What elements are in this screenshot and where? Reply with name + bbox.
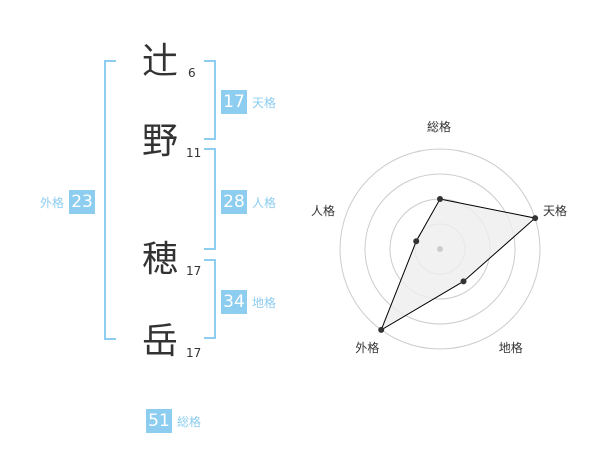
stroke-count-3: 17 xyxy=(186,264,202,278)
chikaku-value: 34 xyxy=(221,290,247,314)
radar-point-2 xyxy=(460,278,467,285)
gaikaku-label: 外格 xyxy=(40,195,65,210)
soukaku-label: 総格 xyxy=(177,414,202,429)
chikaku-label: 地格 xyxy=(252,295,277,310)
gaikaku-bracket xyxy=(104,60,116,340)
stroke-count-1: 6 xyxy=(188,66,196,80)
radar-label-3: 外格 xyxy=(355,340,380,355)
chikaku-score: 34 地格 xyxy=(221,290,276,314)
stroke-count-4: 17 xyxy=(186,346,202,360)
chikaku-bracket xyxy=(204,259,216,339)
name-char-3: 穂 xyxy=(141,239,178,280)
tenkaku-bracket xyxy=(204,60,216,140)
stroke-count-2: 11 xyxy=(186,146,202,160)
soukaku-value: 51 xyxy=(146,409,172,433)
radar-ring-3 xyxy=(364,173,516,325)
radar-point-1 xyxy=(532,215,539,222)
radar-point-4 xyxy=(413,238,420,245)
radar-center xyxy=(437,246,443,252)
gaikaku-value: 23 xyxy=(69,190,96,214)
radar-label-2: 地格 xyxy=(498,340,523,355)
tenkaku-label: 天格 xyxy=(252,95,277,110)
jinkaku-label: 人格 xyxy=(252,195,277,210)
name-char-2: 野 xyxy=(141,121,178,162)
radar-label-4: 人格 xyxy=(310,204,335,219)
jinkaku-bracket xyxy=(204,148,216,250)
radar-polygon xyxy=(380,198,537,332)
radar-ring-4 xyxy=(339,148,541,350)
tenkaku-score: 17 天格 xyxy=(221,90,276,114)
name-char-1: 辻 xyxy=(141,41,178,82)
name-char-4: 岳 xyxy=(141,321,178,362)
jinkaku-score: 28 人格 xyxy=(221,190,276,214)
radar-point-0 xyxy=(437,196,443,202)
gaikaku-score: 外格 23 xyxy=(40,190,96,214)
soukaku-score: 51 総格 xyxy=(146,409,201,433)
radar-label-1: 天格 xyxy=(543,204,568,219)
tenkaku-value: 17 xyxy=(221,90,247,114)
radar-point-3 xyxy=(378,326,385,333)
jinkaku-value: 28 xyxy=(221,190,247,214)
radar-label-0: 総格 xyxy=(427,120,452,134)
